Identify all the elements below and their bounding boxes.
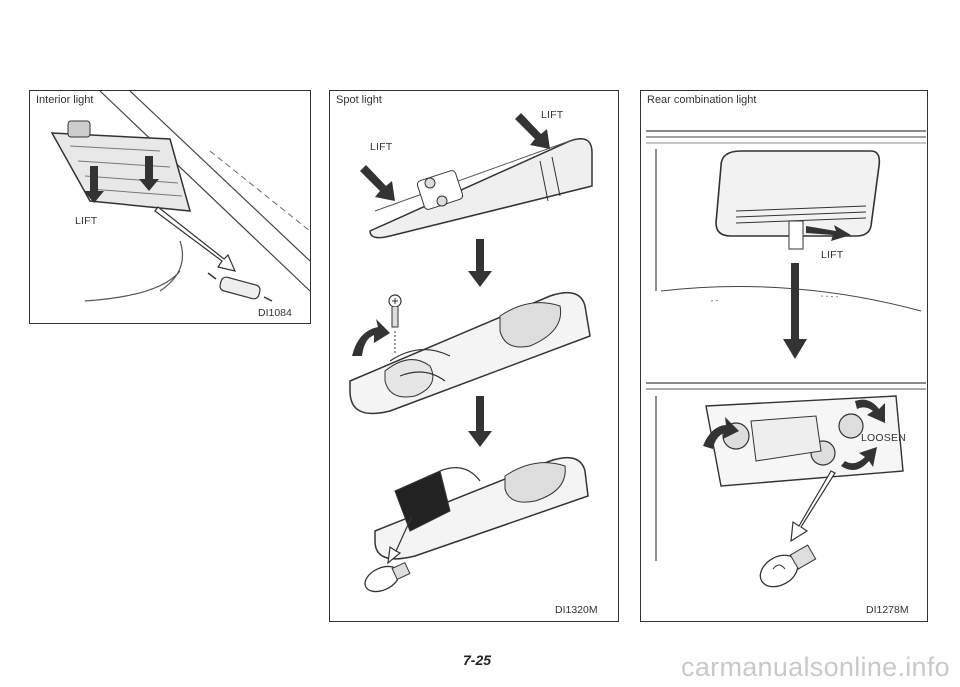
interior-figure-code: DI1084 — [258, 307, 292, 319]
down-arrow-icon — [468, 396, 492, 447]
interior-light-title: Interior light — [36, 94, 94, 106]
interior-light-panel: Interior light LIFT DI1084 — [29, 90, 311, 324]
rear-combination-title: Rear combination light — [647, 94, 757, 106]
spot-lift-right-label: LIFT — [541, 109, 564, 121]
cover-icon — [715, 150, 881, 250]
screw-icon — [388, 294, 402, 353]
page-number: 7-25 — [463, 652, 492, 668]
rear-combination-panel: Rear combination light LIFT LOOSEN DI127… — [640, 90, 928, 622]
watermark: carmanualsonline.info — [681, 652, 950, 682]
rear-loosen-label: LOOSEN — [861, 432, 906, 444]
spot-lift-left-label: LIFT — [370, 141, 393, 153]
lamp-lens-icon — [50, 120, 192, 212]
spot-light-title: Spot light — [336, 94, 382, 106]
spot-figure-code: DI1320M — [555, 604, 598, 616]
bulb-icon — [207, 272, 273, 302]
bulb-icon — [759, 544, 817, 588]
rear-combination-illustration — [646, 130, 926, 588]
down-arrow-icon — [84, 156, 159, 203]
interior-lift-label: LIFT — [75, 215, 98, 227]
interior-light-illustration — [50, 91, 311, 302]
rear-lift-label: LIFT — [821, 249, 844, 261]
spot-light-panel: Spot light LIFT LIFT DI1320M — [329, 90, 619, 622]
lamp-housing-icon — [369, 138, 593, 239]
rear-figure-code: DI1278M — [866, 604, 909, 616]
down-arrow-icon — [468, 239, 492, 287]
spot-light-illustration — [349, 113, 593, 593]
down-arrow-icon — [783, 263, 807, 359]
bulb-icon — [364, 561, 411, 593]
